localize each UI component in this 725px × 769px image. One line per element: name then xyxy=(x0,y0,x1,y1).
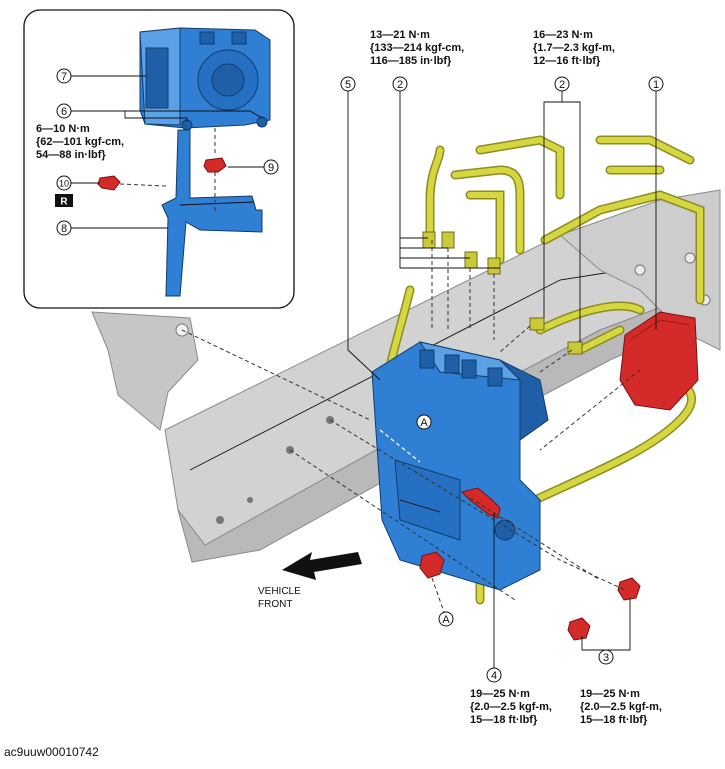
callout-a-top-text: A xyxy=(420,417,428,429)
replace-badge-text: R xyxy=(60,197,68,208)
callout-leaders xyxy=(71,75,657,668)
callout-1-text: 1 xyxy=(653,79,659,91)
torque-2b-line-1: 16—23 N·m xyxy=(533,29,593,41)
torque-4-line-2: {2.0—2.5 kgf-m, xyxy=(470,701,552,713)
nut-a-icon xyxy=(419,551,445,579)
nut-3b-icon xyxy=(567,617,591,641)
vehicle-front-arrow: VEHICLE FRONT xyxy=(258,552,362,610)
callout-2b-text: 2 xyxy=(559,79,565,91)
clip-10-icon xyxy=(97,175,121,191)
callout-2b xyxy=(554,76,570,92)
callout-3 xyxy=(598,649,614,665)
replace-badge xyxy=(55,194,73,207)
torque-2a-line-2: {133—214 kgf-cm, xyxy=(370,42,464,54)
torque-3-line-3: 15—18 ft·lbf} xyxy=(580,714,648,726)
torque-6-line-1: 6—10 N·m xyxy=(36,123,90,135)
callout-8 xyxy=(56,220,72,236)
callout-a-bottom-text: A xyxy=(442,614,450,626)
brake-pipes xyxy=(375,135,705,605)
callout-9 xyxy=(263,159,279,175)
torque-2a-line-1: 13—21 N·m xyxy=(370,29,430,41)
inset-detail-view: R xyxy=(23,9,295,309)
nut-3a-icon xyxy=(617,577,641,601)
torque-6-line-3: 54—88 in·lbf} xyxy=(36,149,106,161)
callout-2a-text: 2 xyxy=(397,79,403,91)
callout-a-top xyxy=(416,414,432,430)
installation-guides xyxy=(181,240,641,613)
torque-3-line-1: 19—25 N·m xyxy=(580,688,640,700)
torque-3-line-2: {2.0—2.5 kgf-m, xyxy=(580,701,662,713)
callout-7-text: 7 xyxy=(61,71,67,83)
callout-1 xyxy=(648,76,664,92)
torque-spec-6: 6—10 N·m {62—101 kgf-cm, 54—88 in·lbf} xyxy=(36,123,124,161)
nut-9-icon xyxy=(203,157,227,173)
callout-4 xyxy=(486,667,502,683)
torque-spec-2b: 16—23 N·m {1.7—2.3 kgf-m, 12—16 ft·lbf} xyxy=(533,29,615,67)
callout-7 xyxy=(56,68,72,84)
torque-2a-line-3: 116—185 in·lbf} xyxy=(370,55,452,67)
torque-2b-line-2: {1.7—2.3 kgf-m, xyxy=(533,42,615,54)
callout-2a xyxy=(392,76,408,92)
callout-4-text: 4 xyxy=(491,670,497,682)
callout-10-text: 10 xyxy=(59,179,69,189)
vehicle-front-label-1: VEHICLE xyxy=(258,586,301,597)
torque-6-line-2: {62—101 kgf-cm, xyxy=(36,136,124,148)
callout-8-text: 8 xyxy=(61,223,67,235)
callout-numbers: 7 6 10 9 8 5 2 2 1 4 3 A A xyxy=(59,71,659,682)
callout-6-text: 6 xyxy=(61,106,67,118)
callout-10 xyxy=(56,175,72,191)
hcu-assembly xyxy=(371,341,549,591)
callout-a-bottom xyxy=(438,611,454,627)
callout-5-text: 5 xyxy=(345,79,351,91)
callout-9-text: 9 xyxy=(268,162,274,174)
torque-spec-2a: 13—21 N·m {133—214 kgf-cm, 116—185 in·lb… xyxy=(370,29,464,67)
callout-markers xyxy=(56,68,664,683)
figure-id: ac9uuw00010742 xyxy=(4,745,99,759)
torque-2b-line-3: 12—16 ft·lbf} xyxy=(533,55,601,67)
torque-spec-4: 19—25 N·m {2.0—2.5 kgf-m, 15—18 ft·lbf} xyxy=(470,688,552,726)
callout-3-text: 3 xyxy=(603,652,609,664)
torque-4-line-3: 15—18 ft·lbf} xyxy=(470,714,538,726)
torque-spec-3: 19—25 N·m {2.0—2.5 kgf-m, 15—18 ft·lbf} xyxy=(580,688,662,726)
callout-5 xyxy=(340,76,356,92)
callout-6 xyxy=(56,103,72,119)
vehicle-front-label-2: FRONT xyxy=(258,599,292,610)
torque-4-line-1: 19—25 N·m xyxy=(470,688,530,700)
